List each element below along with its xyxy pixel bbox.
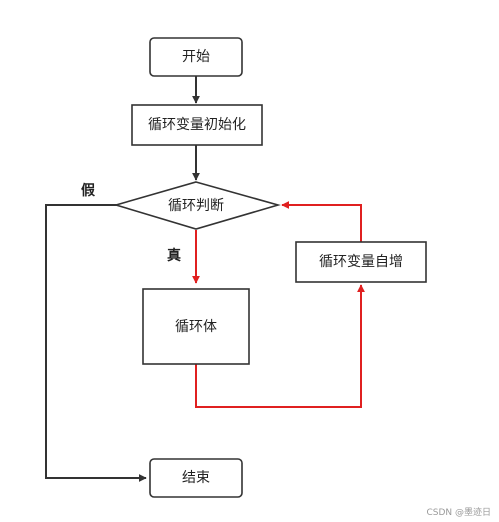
node-body: 循环体 [142,288,250,365]
node-condition-label: 循环判断 [168,198,224,214]
node-increment: 循环变量自增 [295,241,427,283]
node-end-label: 结束 [182,470,210,486]
node-end: 结束 [149,458,243,498]
node-condition-shape [113,181,281,230]
node-start-label: 开始 [182,49,210,65]
csdn-watermark: CSDN @墨迹日 [426,506,491,518]
node-init-label: 循环变量初始化 [148,116,246,133]
edge-condition-false-to-end [45,204,147,482]
edge-label-true: 真 [167,247,181,264]
node-init-shape [131,104,263,146]
node-condition: 循环判断 [113,181,281,230]
node-init: 循环变量初始化 [131,104,263,146]
edge-body-to-increment [195,284,365,408]
node-increment-label: 循环变量自增 [319,254,403,270]
node-body-shape [142,288,250,365]
node-body-label: 循环体 [175,319,217,335]
node-increment-shape [295,241,427,283]
node-start-shape [149,37,243,77]
edge-label-false: 假 [81,182,96,199]
node-end-shape [149,458,243,498]
node-start: 开始 [149,37,243,77]
edge-increment-to-condition [281,201,362,242]
